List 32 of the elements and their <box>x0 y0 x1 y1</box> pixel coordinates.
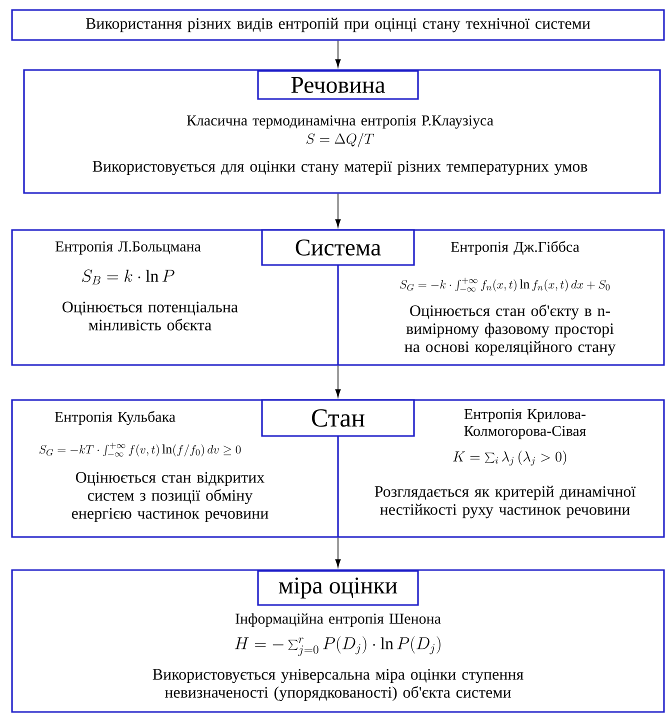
box-text: Оцінюється стан відкритих систем з позиції обміну енергією частинок речовини <box>72 472 268 522</box>
box-text: Використовується універсальна міра оцінки ступення невизначеності (упорядкованості) об'єкта системи <box>152 669 524 702</box>
arrow <box>335 365 341 398</box>
box-text: Ентропія Крилова-Колмогорова-Сівая <box>464 408 586 440</box>
box-text: Розглядається як критерій динамічної нестійкості руху частинок речовини <box>374 486 636 518</box>
formula: $S_B=k\cdot \ln P$ <box>82 270 174 284</box>
formula: $S_G=-k\cdot\int_{-\infty}^{+\infty} f_n(x,t)\ln f_n(x,t)\,dx+S_0$ <box>400 278 610 292</box>
section-box <box>23 69 661 194</box>
box-text: Ентропія Л.Больцмана <box>55 241 201 255</box>
section-box <box>11 569 665 713</box>
box-text: Ентропія Дж.Гіббса <box>450 241 580 255</box>
formula: $H=-\sum_{j=0}^{r} P(D_j)\cdot\ln P(D_j)$ <box>234 636 440 656</box>
formula: $K=\sum_{i}\lambda_j\,(\lambda_j>0)$ <box>453 450 566 466</box>
box-text: Використання різних видів ентропій при оцінці стану технічної системи <box>86 18 590 32</box>
heading-box: Стан <box>261 399 415 437</box>
arrow <box>335 193 341 228</box>
arrow <box>335 537 341 568</box>
heading-box: Система <box>261 229 415 266</box>
heading-box: міра оцінки <box>257 570 419 606</box>
heading-box: Речовина <box>257 70 419 100</box>
arrow <box>335 40 341 68</box>
title-box <box>11 9 665 41</box>
box-text: Оцінюється потенціальна мінливість обєкта <box>62 302 238 330</box>
box-text: Інформаційна ентропія Шенона <box>236 613 441 627</box>
section-box <box>11 399 665 538</box>
formula: $S=\Delta Q/T$ <box>306 132 374 148</box>
formula: $S_G=-kT\cdot\int_{-\infty}^{+\infty} f(v,t)\ln(f/f_0)\,dv\geq 0$ <box>39 442 241 457</box>
section-box <box>11 229 665 366</box>
box-text: Використовується для оцінки стану матерії різних температурних умов <box>92 161 588 176</box>
box-text: Класична термодинамічна ентропія Р.Клаузіуса <box>186 115 494 129</box>
box-text: Оцінюється стан об'єкту в n-вимірному фазовому просторі на основі кореляційного стану <box>404 304 616 356</box>
box-text: Ентропія Кульбака <box>54 411 176 425</box>
